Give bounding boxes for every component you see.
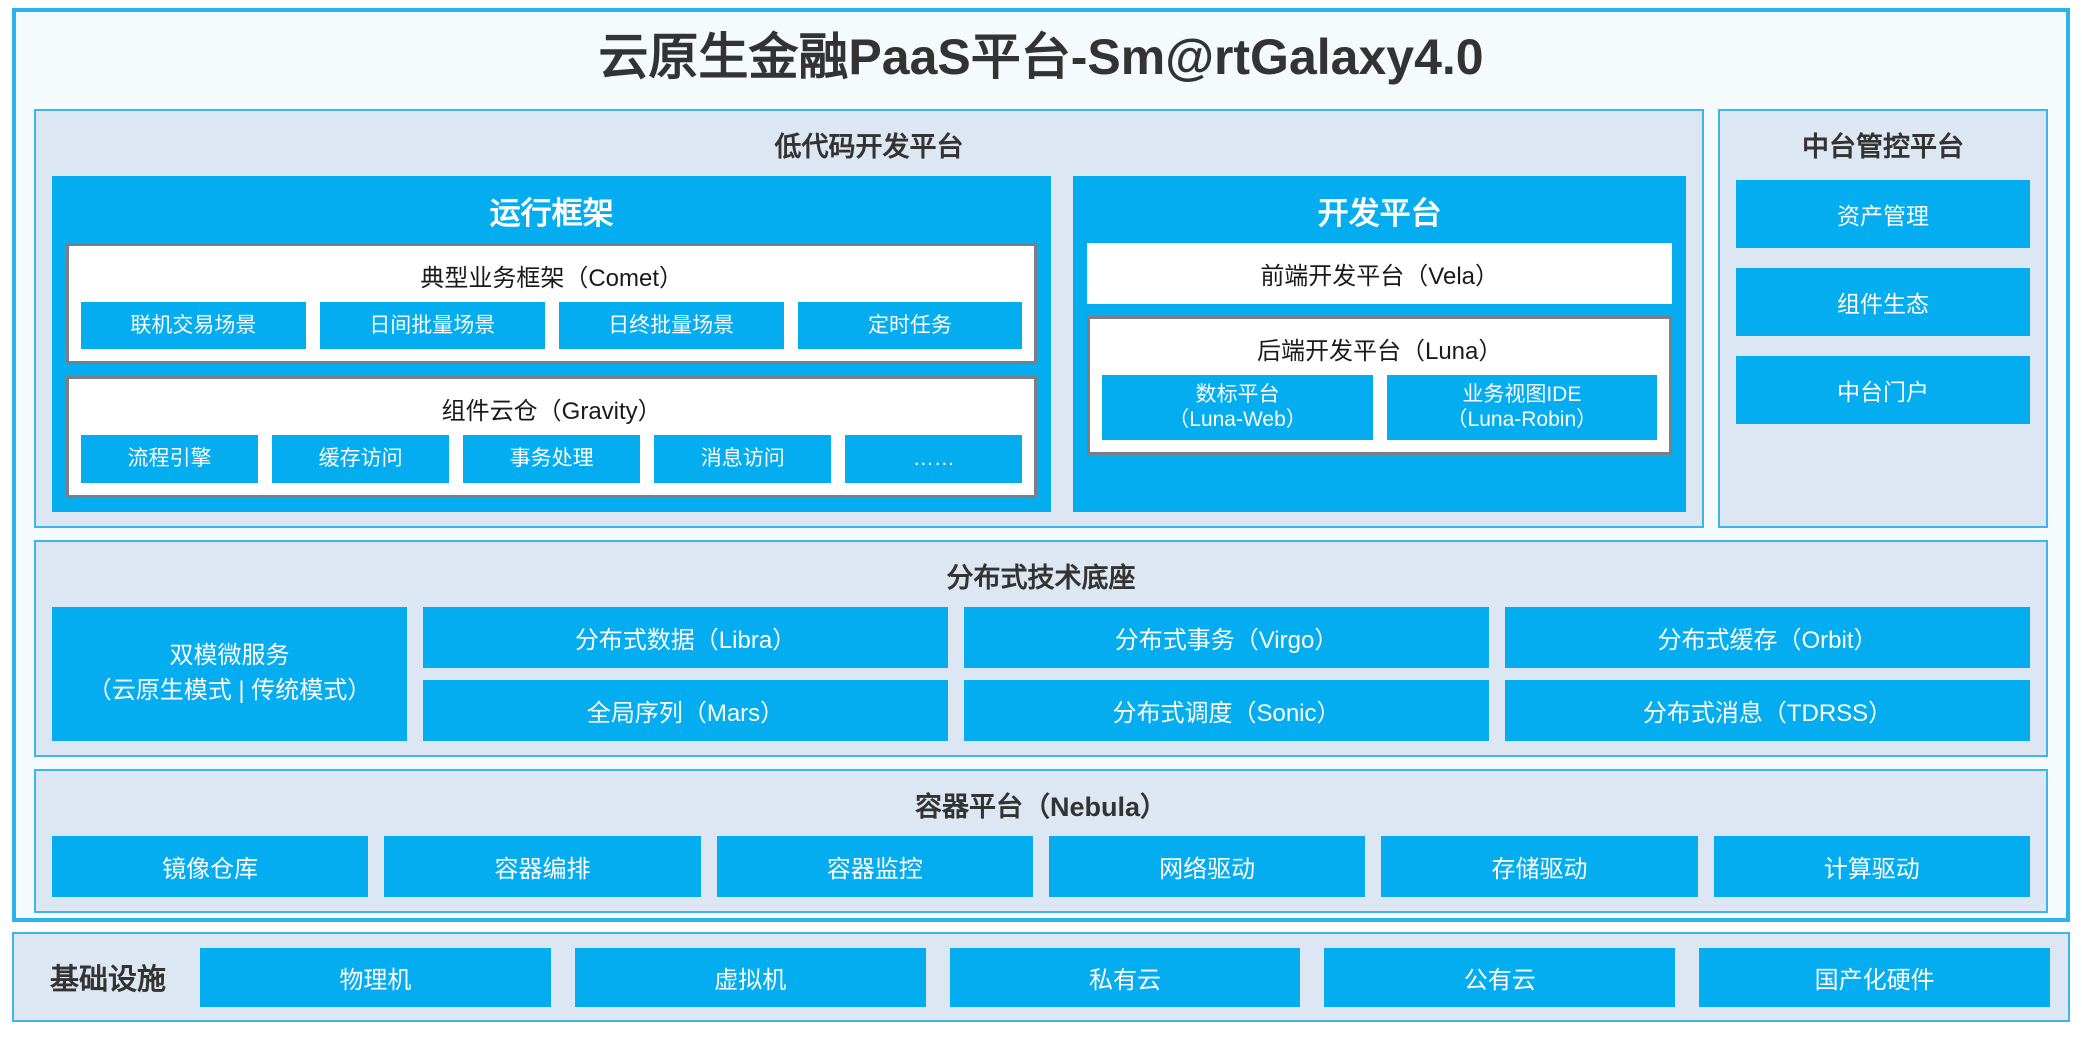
gravity-item-message-access[interactable]: 消息访问 bbox=[654, 435, 832, 483]
luna-robin-name: 业务视图IDE bbox=[1462, 382, 1582, 406]
techbase-item-sonic[interactable]: 分布式调度（Sonic） bbox=[964, 679, 1489, 741]
container-item-compute-driver[interactable]: 计算驱动 bbox=[1713, 835, 2030, 897]
lowcode-platform-panel: 低代码开发平台 运行框架 典型业务框架（Comet） 联机交易场景 日间批量场景… bbox=[34, 108, 1704, 528]
comet-chip-row: 联机交易场景 日间批量场景 日终批量场景 定时任务 bbox=[81, 301, 1023, 350]
container-item-storage-driver[interactable]: 存储驱动 bbox=[1381, 835, 1698, 897]
midcontrol-platform-panel: 中台管控平台 资产管理 组件生态 中台门户 bbox=[1718, 108, 2048, 528]
dual-mode-line1: 双模微服务 bbox=[169, 641, 290, 669]
lowcode-platform-body: 运行框架 典型业务框架（Comet） 联机交易场景 日间批量场景 日终批量场景 … bbox=[52, 175, 1686, 512]
techbase-item-libra[interactable]: 分布式数据（Libra） bbox=[423, 606, 948, 668]
frontend-platform-vela[interactable]: 前端开发平台（Vela） bbox=[1087, 242, 1672, 304]
infrastructure-item-private-cloud[interactable]: 私有云 bbox=[949, 947, 1301, 1007]
gravity-item-more[interactable]: …… bbox=[845, 435, 1023, 483]
comet-item-intraday-batch[interactable]: 日间批量场景 bbox=[319, 301, 545, 350]
techbase-body: 双模微服务 （云原生模式 | 传统模式） 分布式数据（Libra） 全局序列（M… bbox=[52, 606, 2030, 741]
container-item-network-driver[interactable]: 网络驱动 bbox=[1048, 835, 1366, 897]
gravity-item-cache-access[interactable]: 缓存访问 bbox=[272, 435, 450, 483]
runtime-framework-title: 运行框架 bbox=[489, 195, 614, 231]
techbase-column-1: 分布式数据（Libra） 全局序列（Mars） bbox=[423, 606, 948, 741]
comet-box: 典型业务框架（Comet） 联机交易场景 日间批量场景 日终批量场景 定时任务 bbox=[66, 242, 1038, 365]
page-title: 云原生金融PaaS平台-Sm@rtGalaxy4.0 bbox=[598, 29, 1484, 85]
gravity-box: 组件云仓（Gravity） 流程引擎 缓存访问 事务处理 消息访问 …… bbox=[66, 376, 1038, 498]
container-item-orchestration[interactable]: 容器编排 bbox=[384, 835, 701, 897]
comet-item-eod-batch[interactable]: 日终批量场景 bbox=[558, 301, 784, 350]
techbase-item-virgo[interactable]: 分布式事务（Virgo） bbox=[964, 606, 1489, 668]
container-platform-title: 容器平台（Nebula） bbox=[914, 791, 1168, 822]
backend-platform-luna-box: 后端开发平台（Luna） 数标平台 （Luna-Web） 业务视图IDE （Lu… bbox=[1087, 315, 1672, 455]
gravity-item-process-engine[interactable]: 流程引擎 bbox=[81, 435, 259, 483]
comet-item-scheduled-task[interactable]: 定时任务 bbox=[797, 301, 1023, 350]
container-item-monitoring[interactable]: 容器监控 bbox=[716, 835, 1033, 897]
techbase-column-3: 分布式缓存（Orbit） 分布式消息（TDRSS） bbox=[1505, 606, 2030, 741]
gravity-item-transaction-processing[interactable]: 事务处理 bbox=[463, 435, 641, 483]
luna-item-luna-robin[interactable]: 业务视图IDE （Luna-Robin） bbox=[1386, 374, 1658, 440]
container-platform-row: 镜像仓库 容器编排 容器监控 网络驱动 存储驱动 计算驱动 bbox=[52, 835, 2030, 897]
infrastructure-item-public-cloud[interactable]: 公有云 bbox=[1324, 947, 1676, 1007]
development-platform-card: 开发平台 前端开发平台（Vela） 后端开发平台（Luna） 数标平台 （Lun… bbox=[1073, 175, 1686, 512]
techbase-item-mars[interactable]: 全局序列（Mars） bbox=[423, 679, 948, 741]
techbase-item-tdrss[interactable]: 分布式消息（TDRSS） bbox=[1505, 679, 2030, 741]
midcontrol-item-portal[interactable]: 中台门户 bbox=[1736, 355, 2030, 424]
luna-web-name: 数标平台 bbox=[1195, 382, 1280, 406]
midcontrol-item-component-ecosystem[interactable]: 组件生态 bbox=[1736, 267, 2030, 336]
gravity-chip-row: 流程引擎 缓存访问 事务处理 消息访问 …… bbox=[81, 435, 1023, 483]
infrastructure-item-virtual-machine[interactable]: 虚拟机 bbox=[574, 947, 926, 1007]
luna-chip-row: 数标平台 （Luna-Web） 业务视图IDE （Luna-Robin） bbox=[1102, 374, 1658, 440]
techbase-item-orbit[interactable]: 分布式缓存（Orbit） bbox=[1505, 606, 2030, 668]
development-platform-title: 开发平台 bbox=[1317, 195, 1442, 231]
platform-frame: 云原生金融PaaS平台-Sm@rtGalaxy4.0 低代码开发平台 运行框架 … bbox=[12, 8, 2070, 922]
infrastructure-items: 物理机 虚拟机 私有云 公有云 国产化硬件 bbox=[200, 947, 2050, 1007]
midcontrol-item-list: 资产管理 组件生态 中台门户 bbox=[1736, 176, 2030, 512]
gravity-title: 组件云仓（Gravity） bbox=[441, 398, 662, 426]
midcontrol-item-asset-management[interactable]: 资产管理 bbox=[1736, 179, 2030, 248]
comet-title: 典型业务框架（Comet） bbox=[420, 264, 684, 292]
techbase-column-2: 分布式事务（Virgo） 分布式调度（Sonic） bbox=[964, 606, 1489, 741]
midcontrol-platform-title: 中台管控平台 bbox=[1802, 131, 1964, 162]
comet-item-online-transaction[interactable]: 联机交易场景 bbox=[81, 301, 306, 350]
infrastructure-bar: 基础设施 物理机 虚拟机 私有云 公有云 国产化硬件 bbox=[12, 932, 2070, 1022]
backend-platform-luna-title: 后端开发平台（Luna） bbox=[1256, 337, 1503, 365]
infrastructure-item-physical-machine[interactable]: 物理机 bbox=[200, 947, 551, 1007]
container-platform-panel: 容器平台（Nebula） 镜像仓库 容器编排 容器监控 网络驱动 存储驱动 计算… bbox=[34, 768, 2048, 913]
dual-mode-line2: （云原生模式 | 传统模式） bbox=[87, 676, 372, 704]
techbase-panel: 分布式技术底座 双模微服务 （云原生模式 | 传统模式） 分布式数据（Libra… bbox=[34, 539, 2048, 757]
lowcode-platform-title: 低代码开发平台 bbox=[774, 131, 964, 162]
infrastructure-item-domestic-hardware[interactable]: 国产化硬件 bbox=[1699, 947, 2050, 1007]
luna-item-luna-web[interactable]: 数标平台 （Luna-Web） bbox=[1102, 374, 1373, 440]
techbase-dual-mode-microservice[interactable]: 双模微服务 （云原生模式 | 传统模式） bbox=[52, 606, 407, 741]
luna-web-code: （Luna-Web） bbox=[1168, 408, 1307, 432]
container-item-image-registry[interactable]: 镜像仓库 bbox=[52, 835, 369, 897]
techbase-title: 分布式技术底座 bbox=[946, 562, 1136, 593]
techbase-columns: 分布式数据（Libra） 全局序列（Mars） 分布式事务（Virgo） 分布式… bbox=[423, 606, 2030, 741]
infrastructure-label: 基础设施 bbox=[50, 964, 167, 996]
top-row: 低代码开发平台 运行框架 典型业务框架（Comet） 联机交易场景 日间批量场景… bbox=[34, 108, 2048, 528]
luna-robin-code: （Luna-Robin） bbox=[1446, 408, 1598, 432]
runtime-framework-card: 运行框架 典型业务框架（Comet） 联机交易场景 日间批量场景 日终批量场景 … bbox=[52, 175, 1052, 512]
